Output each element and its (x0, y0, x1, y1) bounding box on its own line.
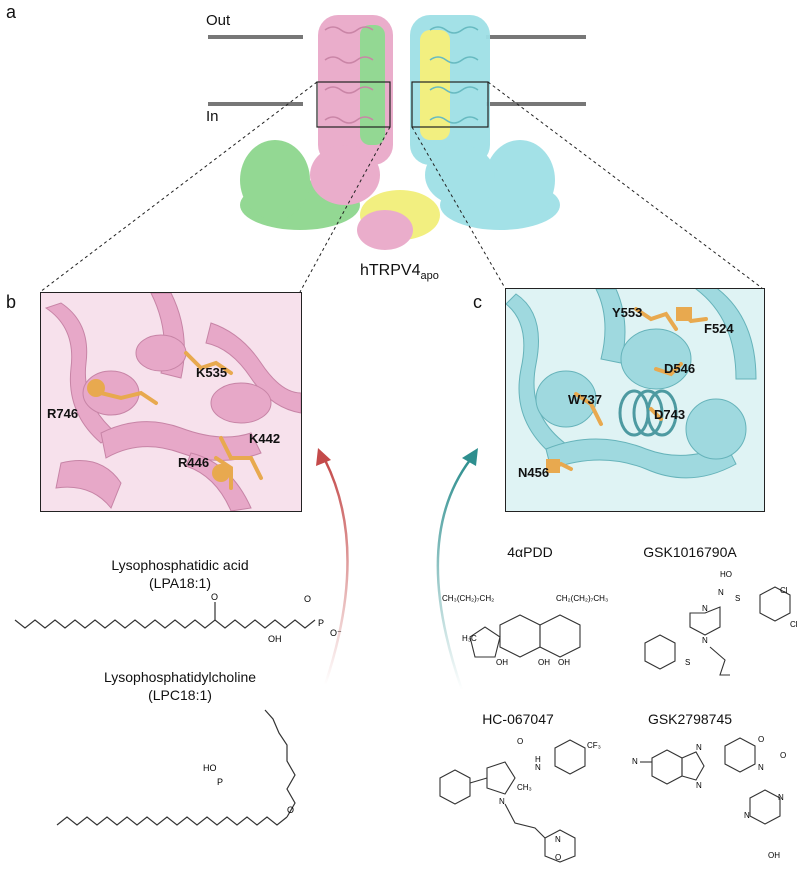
channel-structure-figure (39, 15, 763, 293)
svg-text:P: P (217, 777, 223, 787)
lpa-structure: O OH O P O⁻ (14, 592, 342, 644)
svg-text:S: S (735, 594, 740, 603)
svg-text:CH₃(CH₂)₇CH₂: CH₃(CH₂)₇CH₂ (442, 594, 494, 603)
compound-name-gsk1016790a: GSK1016790A (643, 544, 737, 560)
svg-text:CH₂(CH₂)₇CH₃: CH₂(CH₂)₇CH₃ (556, 594, 608, 603)
residue-label-b-3: R446 (178, 455, 210, 470)
svg-text:N: N (696, 781, 702, 790)
binding-arrows (316, 448, 478, 691)
svg-text:N⁺: N⁺ (267, 705, 278, 707)
svg-text:OH: OH (538, 658, 550, 667)
compound-structure-hc067047: N CH₃ O H N CF₃ N O (439, 737, 601, 863)
lpc-name: Lysophosphatidylcholine (103, 669, 257, 685)
svg-text:O: O (780, 751, 786, 760)
residue-label-c-5: N456 (518, 465, 550, 480)
svg-text:O: O (211, 592, 218, 602)
structure-name: hTRPV4 (360, 262, 421, 279)
arrow-compounds-to-c (436, 459, 472, 691)
inset-b: K535 R746 K442 R446 (40, 292, 302, 512)
compound-name-hc067047: HC-067047 (482, 711, 554, 727)
panel-label-a: a (6, 2, 17, 22)
svg-text:O: O (287, 805, 294, 815)
compound-structure-gsk1016790a: Cl Cl S N HO N N S (644, 570, 798, 676)
inset-c: Y553 F524 D546 W737 D743 N456 (505, 288, 765, 512)
panel-label-c: c (473, 292, 482, 312)
structure-title: hTRPV4apo (360, 262, 439, 282)
svg-text:OH: OH (558, 658, 570, 667)
svg-text:N: N (555, 835, 561, 844)
residue-label-b-0: K535 (196, 365, 228, 380)
residue-label-c-0: Y553 (612, 305, 643, 320)
residue-label-c-3: W737 (568, 392, 602, 407)
svg-text:P: P (318, 618, 324, 628)
lpa-short: (LPA18:1) (149, 575, 211, 591)
svg-text:Cl: Cl (780, 586, 788, 595)
svg-text:CF₃: CF₃ (587, 741, 601, 750)
arrow-head-red (316, 448, 331, 466)
svg-text:N: N (632, 757, 638, 766)
compound-structure-4apdd: CH₃(CH₂)₇CH₂ CH₂(CH₂)₇CH₃ H₃C OH OH OH (442, 594, 608, 667)
residue-label-c-1: F524 (704, 321, 734, 336)
membrane-in-label: In (206, 108, 219, 125)
svg-text:OH: OH (496, 658, 508, 667)
protein-cartoon (240, 15, 560, 250)
lpc-label: Lysophosphatidylcholine (LPC18:1) (60, 668, 300, 704)
svg-text:O: O (555, 853, 561, 862)
svg-text:N: N (718, 588, 724, 597)
panel-label-b: b (6, 292, 17, 312)
svg-text:Cl: Cl (790, 620, 798, 629)
zoom-box-right (411, 81, 489, 128)
svg-text:OH: OH (768, 851, 780, 860)
svg-text:N: N (744, 811, 750, 820)
inset-b-cartoon (41, 293, 301, 511)
inset-c-cartoon (506, 289, 764, 511)
svg-text:N: N (696, 743, 702, 752)
compound-name-gsk2798745: GSK2798745 (647, 711, 733, 727)
zoom-box-left (316, 81, 391, 128)
compound-structure-gsk2798745: N N N O O N N N OH (632, 735, 786, 860)
residue-label-b-1: R746 (47, 406, 79, 421)
residue-label-c-4: D743 (654, 407, 686, 422)
svg-text:N: N (702, 604, 708, 613)
svg-text:N: N (778, 793, 784, 802)
arrow-head-teal (462, 448, 478, 466)
residue-label-c-2: D546 (664, 361, 696, 376)
arrow-lipids-to-b (323, 459, 349, 686)
svg-text:N: N (499, 797, 505, 806)
svg-text:N: N (758, 763, 764, 772)
svg-text:H: H (535, 755, 541, 764)
lpc-short: (LPC18:1) (148, 687, 212, 703)
svg-text:O: O (304, 594, 311, 604)
svg-text:N: N (535, 763, 541, 772)
svg-text:N: N (702, 636, 708, 645)
svg-text:O⁻: O⁻ (330, 628, 342, 638)
svg-text:HO: HO (203, 763, 217, 773)
lpa-name: Lysophosphatidic acid (111, 557, 249, 573)
svg-text:CH₃: CH₃ (517, 783, 532, 792)
structure-subscript: apo (420, 270, 439, 283)
lpa-label: Lysophosphatidic acid (LPA18:1) (60, 556, 300, 592)
residue-label-b-2: K442 (249, 431, 281, 446)
svg-text:OH: OH (268, 634, 282, 644)
membrane-out-label: Out (206, 12, 231, 29)
svg-text:S: S (685, 658, 690, 667)
svg-text:HO: HO (720, 570, 732, 579)
lpc-structure: N⁺ HO P O (56, 705, 296, 826)
svg-text:O: O (517, 737, 523, 746)
svg-text:O: O (758, 735, 764, 744)
svg-text:H₃C: H₃C (462, 634, 477, 643)
compound-name-4apdd: 4αPDD (507, 544, 553, 560)
